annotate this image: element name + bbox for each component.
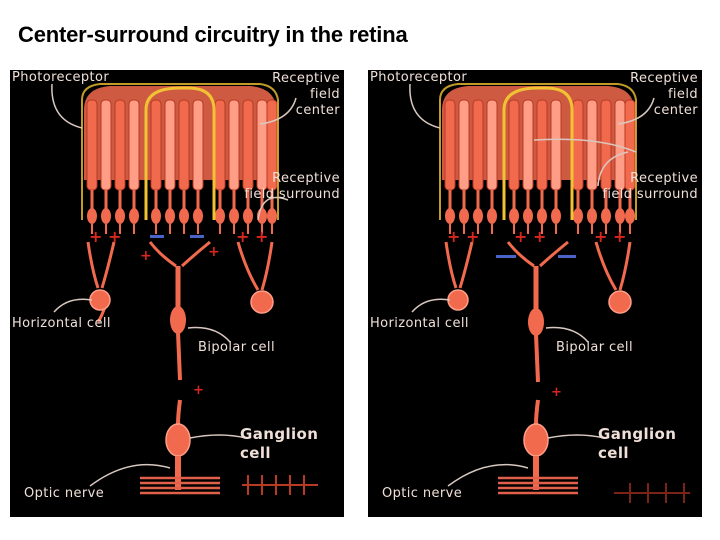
optic-nerve-bundle — [498, 476, 578, 495]
retina-diagram-left: + + + + + + + Photoreceptor Receptive fi… — [10, 70, 344, 517]
receptive-field-surround-outline — [81, 83, 279, 220]
photoreceptor-terminal — [229, 208, 239, 224]
svg-text:+ +: + + — [89, 227, 121, 246]
svg-text:+ +: + + — [236, 227, 268, 246]
horizontal-cell-label: Horizontal cell — [12, 316, 111, 331]
photoreceptor-terminal — [87, 208, 97, 224]
photoreceptor-terminal — [509, 208, 519, 224]
photoreceptor-terminal — [179, 208, 189, 224]
optic-nerve-label: Optic nerve — [24, 486, 105, 501]
photoreceptor-terminal — [215, 208, 225, 224]
photoreceptor-terminal — [473, 208, 483, 224]
receptive-field-center-outline — [502, 86, 574, 220]
photoreceptor-terminal — [551, 208, 561, 224]
optic-nerve-label: Optic nerve — [382, 486, 463, 501]
bipolar-cell — [148, 240, 211, 381]
photoreceptor-outer-segment — [164, 99, 176, 191]
bipolar-cell-label: Bipolar cell — [198, 340, 275, 355]
receptive-field-surround-outline — [439, 83, 637, 220]
receptive-field-surround-label: Receptive field surround — [602, 171, 698, 202]
photoreceptor-outer-segment — [114, 99, 126, 191]
photoreceptor-terminal — [573, 208, 583, 224]
photoreceptor-terminal — [487, 208, 497, 224]
photoreceptor-terminal — [445, 208, 455, 224]
photoreceptor-outer-segment — [228, 99, 240, 191]
photoreceptor-outer-segment — [458, 99, 470, 191]
svg-text:+ +: + + — [447, 227, 479, 246]
photoreceptor-terminal — [601, 208, 611, 224]
retina-diagram-right: + + + + + + + Photoreceptor Receptive fi… — [368, 70, 702, 517]
photoreceptor-outer-segment — [472, 99, 484, 191]
photoreceptor-outer-segment — [444, 99, 456, 191]
receptive-field-center-label: Receptive field center — [272, 71, 340, 118]
synapse-signs-right: + + + + + + + — [447, 227, 626, 400]
photoreceptor-outer-segment — [100, 99, 112, 191]
photoreceptor-outer-segment — [192, 99, 204, 191]
photoreceptor-terminal — [615, 208, 625, 224]
photoreceptor-terminal — [129, 208, 139, 224]
ganglion-cell-label: Ganglion cell — [240, 425, 319, 462]
photoreceptor-terminal — [165, 208, 175, 224]
receptive-field-center-outline — [144, 86, 216, 220]
photoreceptor-terminal — [115, 208, 125, 224]
photoreceptor-outer-segment — [536, 99, 548, 191]
retina-circuit-illustration-left: + + + + + + + — [51, 83, 318, 495]
receptive-field-center-label: Receptive field center — [630, 71, 698, 118]
photoreceptor-terminal — [523, 208, 533, 224]
synapse-signs-left: + + + + + + + — [89, 227, 268, 398]
svg-text:+: + — [193, 383, 204, 398]
spike-train-left — [242, 475, 318, 495]
photoreceptor-terminal — [587, 208, 597, 224]
photoreceptor-outer-segment — [178, 99, 190, 191]
receptive-field-surround-label: Receptive field surround — [244, 171, 340, 202]
photoreceptor-outer-segment — [128, 99, 140, 191]
photoreceptor-label: Photoreceptor — [370, 70, 468, 85]
photoreceptor-terminal — [625, 208, 635, 224]
photoreceptor-outer-segment — [508, 99, 520, 191]
svg-text:+: + — [140, 248, 152, 264]
ganglion-cell-label: Ganglion cell — [598, 425, 677, 462]
ganglion-cell — [523, 399, 549, 490]
photoreceptor-outer-segment — [586, 99, 598, 191]
photoreceptor-outer-segment — [214, 99, 226, 191]
photoreceptor-outer-segment — [572, 99, 584, 191]
photoreceptor-terminal — [459, 208, 469, 224]
photoreceptor-layer — [84, 86, 278, 234]
svg-text:+ +: + + — [514, 227, 546, 246]
photoreceptor-outer-segment — [150, 99, 162, 191]
photoreceptor-layer — [442, 86, 636, 234]
photoreceptor-outer-segment — [486, 99, 498, 191]
svg-text:+: + — [551, 385, 562, 400]
horizontal-cell-label: Horizontal cell — [370, 316, 469, 331]
spike-train-right — [614, 483, 690, 503]
pointer-lines-left — [51, 83, 297, 487]
svg-text:+: + — [208, 244, 220, 260]
bipolar-cell-label: Bipolar cell — [556, 340, 633, 355]
photoreceptor-outer-segment — [522, 99, 534, 191]
svg-text:+ +: + + — [594, 227, 626, 246]
bipolar-cell — [506, 240, 569, 383]
photoreceptor-label: Photoreceptor — [12, 70, 110, 85]
photoreceptor-terminal — [243, 208, 253, 224]
photoreceptor-terminal — [101, 208, 111, 224]
photoreceptor-terminal — [151, 208, 161, 224]
horizontal-cell-left — [86, 241, 116, 323]
slide-title: Center-surround circuitry in the retina — [18, 22, 408, 47]
horizontal-cell-right — [236, 241, 274, 314]
ganglion-cell — [165, 399, 191, 490]
photoreceptor-outer-segment — [550, 99, 562, 191]
photoreceptor-terminal — [537, 208, 547, 224]
retina-circuit-illustration-right: + + + + + + + — [409, 83, 690, 503]
optic-nerve-bundle — [140, 476, 220, 495]
pointer-lines-right — [409, 83, 655, 487]
photoreceptor-terminal — [267, 208, 277, 224]
photoreceptor-terminal — [193, 208, 203, 224]
horizontal-cell-right — [594, 241, 632, 314]
photoreceptor-outer-segment — [86, 99, 98, 191]
